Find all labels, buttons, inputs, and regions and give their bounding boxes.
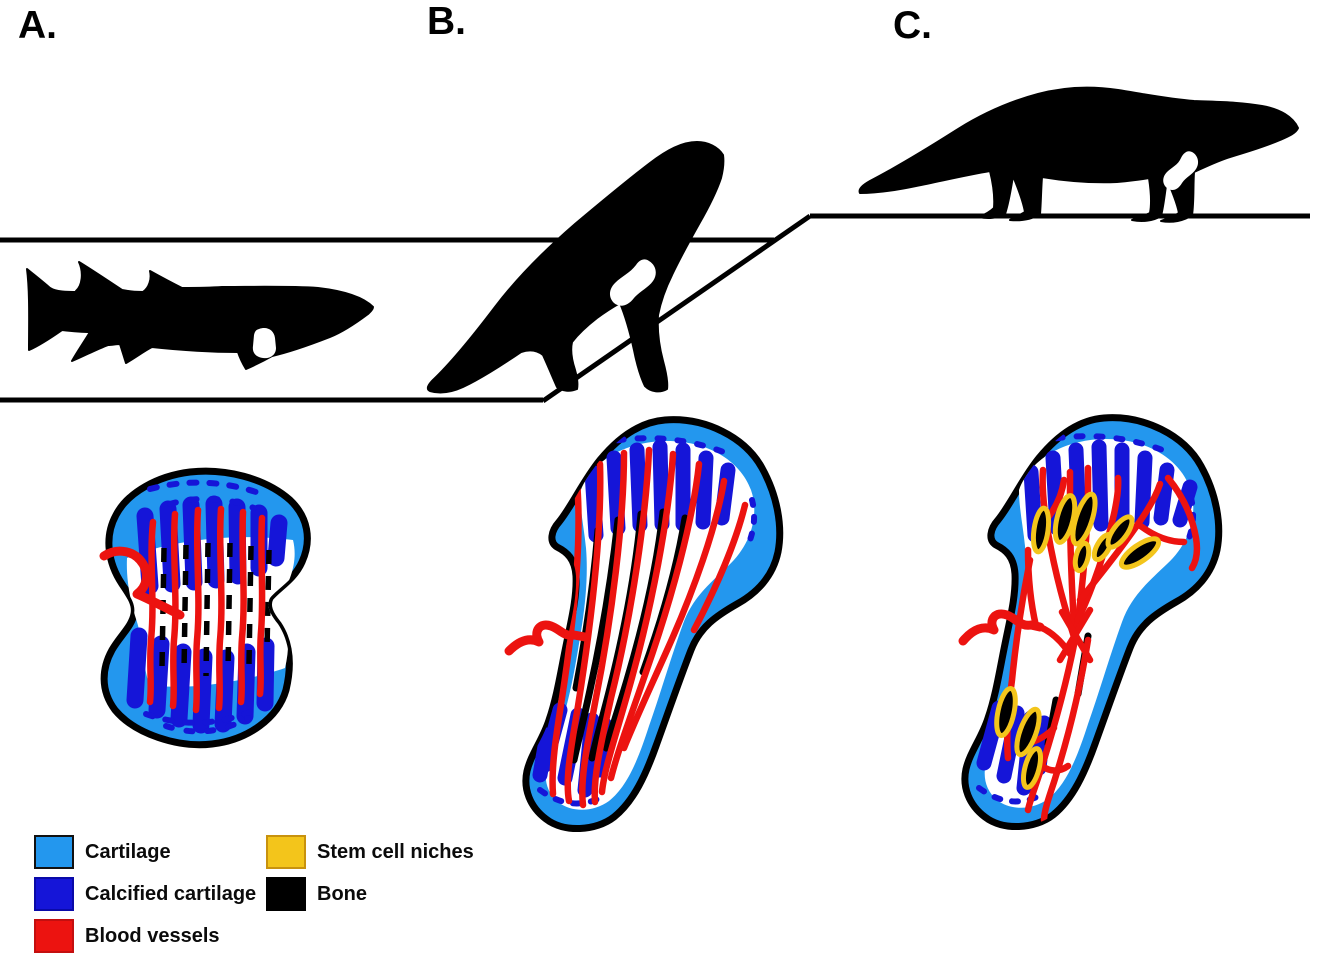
legend-item-bone: Bone	[266, 877, 367, 911]
legend-swatch-blood-vessels	[34, 919, 74, 953]
bone-section-a	[99, 471, 307, 745]
legend-swatch-bone	[266, 877, 306, 911]
stem-cell-niches	[994, 491, 1162, 790]
nutrient-vessel-entry	[958, 609, 1045, 646]
legend-item-cartilage: Cartilage	[34, 835, 171, 869]
blood-vessels	[146, 505, 266, 714]
panel-label-c: C.	[893, 4, 932, 47]
calcified-cartilage-dashes	[143, 479, 265, 735]
legend-label: Cartilage	[85, 840, 171, 863]
legend-item-calcified-cartilage: Calcified cartilage	[34, 877, 256, 911]
early-tetrapod-silhouette	[426, 141, 725, 394]
nutrient-vessel-entry	[504, 620, 590, 656]
legend-item-stem-cell-niches: Stem cell niches	[266, 835, 474, 869]
legend-swatch-calcified-cartilage	[34, 877, 74, 911]
panel-label-a: A.	[18, 4, 57, 47]
legend-label: Blood vessels	[85, 924, 220, 947]
legend-swatch-stem-cell-niches	[266, 835, 306, 869]
humerus-highlight	[1163, 151, 1199, 191]
bone-section-c	[958, 418, 1219, 827]
humerus-highlight	[609, 259, 656, 306]
legend-label: Bone	[317, 882, 367, 905]
humerus-highlight	[252, 328, 276, 359]
nutrient-vessel-entry	[99, 546, 185, 620]
panel-label-b: B.	[427, 0, 466, 43]
legend-label: Stem cell niches	[317, 840, 474, 863]
blood-vessels	[549, 446, 749, 809]
terrestrial-tetrapod-silhouette	[858, 86, 1299, 223]
legend-item-blood-vessels: Blood vessels	[34, 919, 220, 953]
legend-swatch-cartilage	[34, 835, 74, 869]
fish-silhouette	[26, 261, 374, 370]
legend-label: Calcified cartilage	[85, 882, 257, 905]
shoreline-slope	[541, 213, 812, 404]
bone-section-b	[504, 420, 780, 829]
